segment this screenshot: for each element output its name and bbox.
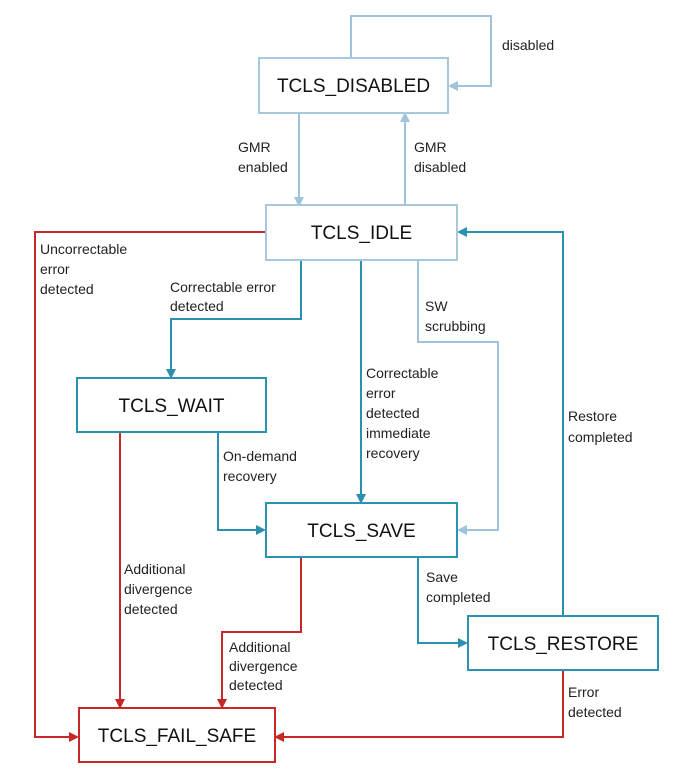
state-disabled-label: TCLS_DISABLED (277, 76, 430, 97)
edge-label-line: SW (425, 298, 448, 314)
edge-label-line: recovery (366, 445, 420, 461)
edge-label-line: Error (568, 684, 599, 700)
label-restore-completed: Restore completed (568, 408, 633, 445)
edge-error-detected (274, 669, 564, 742)
state-idle: TCLS_IDLE (265, 204, 458, 261)
edge-label-line: completed (568, 429, 633, 445)
state-wait: TCLS_WAIT (76, 377, 267, 433)
edge-save-completed (417, 557, 468, 648)
label-additional-save: Additional divergence detected (229, 639, 298, 693)
label-save-completed: Save completed (426, 569, 491, 605)
label-sw-scrubbing: SW scrubbing (425, 298, 486, 334)
edge-label-line: On-demand (223, 448, 297, 464)
edge-label-line: error (40, 261, 70, 277)
state-idle-label: TCLS_IDLE (311, 223, 412, 244)
edge-label-line: Correctable error (170, 279, 276, 295)
label-gmr-enabled: GMR enabled (238, 139, 288, 175)
state-failsafe-label: TCLS_FAIL_SAFE (98, 726, 256, 747)
edge-self-disabled (350, 15, 492, 91)
edge-label-line: detected (366, 405, 420, 421)
state-restore: TCLS_RESTORE (467, 615, 659, 671)
edge-label-line: GMR (238, 139, 271, 155)
edge-label-line: Uncorrectable (40, 241, 127, 257)
label-gmr-disabled: GMR disabled (414, 139, 466, 175)
state-wait-label: TCLS_WAIT (119, 396, 225, 417)
state-save: TCLS_SAVE (265, 502, 458, 558)
edge-label-line: Save (426, 569, 458, 585)
edge-label-line: Additional (124, 561, 186, 577)
edge-label-line: Additional (229, 639, 291, 655)
label-correctable-wait: Correctable error detected (170, 279, 276, 314)
edge-sw-scrubbing (417, 261, 499, 535)
edge-label-line: detected (568, 704, 622, 720)
edge-label-line: detected (170, 298, 224, 314)
label-correctable-immediate: Correctable error detected immediate recover… (366, 365, 439, 461)
label-self-disabled: disabled (502, 37, 554, 53)
edge-label-line: Correctable (366, 365, 439, 381)
edge-label-line: enabled (238, 159, 288, 175)
edge-label-line: detected (229, 677, 283, 693)
state-failsafe: TCLS_FAIL_SAFE (78, 707, 276, 763)
edge-restore-completed (457, 227, 564, 617)
edge-label-line: GMR (414, 139, 447, 155)
state-disabled: TCLS_DISABLED (258, 57, 449, 114)
state-save-label: TCLS_SAVE (307, 521, 415, 542)
edge-label-line: divergence (229, 658, 298, 674)
edge-label-line: immediate (366, 425, 431, 441)
edge-label-line: recovery (223, 468, 277, 484)
edge-label-line: disabled (502, 37, 554, 53)
label-uncorrectable: Uncorrectable error detected (40, 241, 127, 297)
edge-label-line: completed (426, 589, 491, 605)
label-on-demand: On-demand recovery (223, 448, 297, 484)
edge-label-line: scrubbing (425, 318, 486, 334)
edge-additional-save (217, 557, 302, 709)
edge-correctable-wait (166, 261, 302, 379)
label-additional-wait: Additional divergence detected (124, 561, 193, 617)
state-restore-label: TCLS_RESTORE (488, 634, 639, 655)
edge-uncorrectable (34, 231, 265, 742)
edge-label-line: divergence (124, 581, 193, 597)
edge-label-line: error (366, 385, 396, 401)
edge-label-line: detected (40, 281, 94, 297)
edge-on-demand (217, 432, 266, 535)
edge-label-line: Restore (568, 408, 617, 424)
label-error-detected: Error detected (568, 684, 622, 720)
edge-label-line: disabled (414, 159, 466, 175)
edge-label-line: detected (124, 601, 178, 617)
